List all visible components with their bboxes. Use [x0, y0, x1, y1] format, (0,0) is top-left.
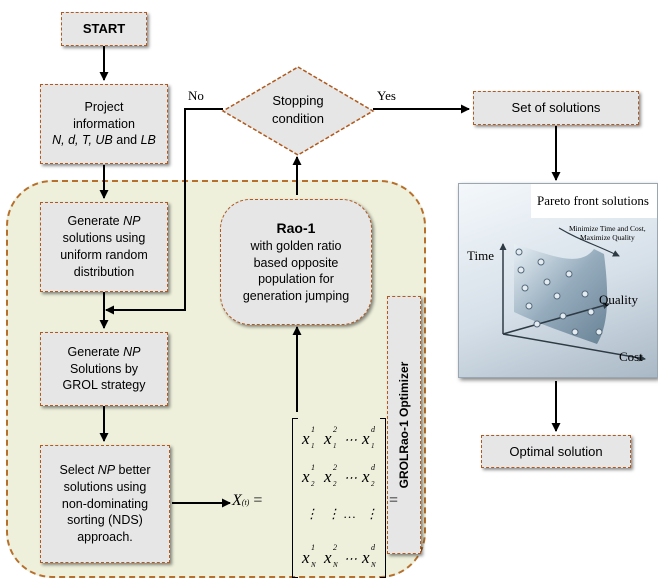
pareto-plot: [499, 184, 657, 362]
svg-text:1: 1: [371, 442, 375, 450]
rao-line-1: with golden ratio: [250, 238, 342, 253]
start-label: START: [82, 21, 126, 37]
stopping-diamond: [221, 66, 375, 156]
svg-text:x: x: [301, 548, 310, 567]
pareto-front-image: Pareto front solutions Minimize Time and…: [458, 183, 658, 378]
svg-text:x: x: [301, 467, 310, 486]
svg-text:…: …: [344, 506, 356, 521]
project-vars-1: N, d, T, UB: [52, 133, 113, 148]
select-line-5: approach.: [77, 530, 133, 545]
svg-text:N: N: [370, 561, 376, 569]
svg-text:⋯: ⋯: [344, 470, 357, 485]
select-line-2: solutions using: [63, 479, 147, 494]
optimizer-label-box: GROLRao-1 Optimizer: [387, 296, 421, 554]
gen-b-line-3: GROL strategy: [62, 378, 146, 393]
select-line-4: sorting (NDS): [67, 513, 143, 528]
svg-text:x: x: [361, 548, 370, 567]
stopping-line-2: condition: [271, 111, 325, 127]
svg-text:1: 1: [311, 543, 315, 552]
project-line-2: information: [73, 116, 135, 131]
select-suffix: better: [115, 462, 151, 477]
svg-text:x: x: [323, 467, 332, 486]
svg-text:N: N: [332, 561, 338, 569]
stopping-line-1: Stopping: [272, 93, 324, 108]
select-np: NP: [97, 462, 116, 477]
pareto-note-line-1: Minimize Time and Cost,: [569, 224, 646, 233]
matrix-equals: =: [389, 492, 399, 509]
set-of-solutions-node: Set of solutions: [473, 91, 639, 125]
svg-text:2: 2: [333, 480, 337, 488]
svg-text:x: x: [361, 467, 370, 486]
svg-text:N: N: [310, 561, 316, 569]
select-line-3: non-dominating: [61, 496, 149, 511]
optimal-solution-node: Optimal solution: [481, 435, 631, 468]
edge-label-no: No: [188, 88, 204, 103]
pareto-note-line-2: Maximize Quality: [579, 233, 635, 243]
svg-text:2: 2: [311, 480, 315, 488]
svg-text:2: 2: [333, 463, 337, 472]
generate-uniform-node: Generate NP solutions using uniform rand…: [40, 202, 168, 292]
rao-line-4: generation jumping: [242, 289, 350, 304]
project-vars-2: LB: [140, 133, 156, 148]
edge-label-yes: Yes: [377, 88, 396, 103]
svg-text:2: 2: [333, 543, 337, 552]
svg-text:2: 2: [333, 425, 337, 434]
gen-b-prefix: Generate: [67, 344, 124, 359]
svg-text:1: 1: [311, 463, 315, 472]
svg-text:1: 1: [311, 425, 315, 434]
project-info-node: Project information N, d, T, UB and LB: [40, 84, 168, 164]
optimal-solution-label: Optimal solution: [509, 443, 603, 459]
axis-quality-label: Quality: [599, 292, 638, 307]
matrix-lhs: X(t) =: [232, 492, 263, 509]
svg-text:x: x: [301, 429, 310, 448]
gen-b-line-2: Solutions by: [69, 361, 139, 376]
rao-line-3: population for: [258, 272, 334, 287]
generate-grol-node: Generate NP Solutions by GROL strategy: [40, 332, 168, 406]
svg-text:2: 2: [371, 480, 375, 488]
svg-text:x: x: [323, 548, 332, 567]
svg-text:⋯: ⋯: [344, 432, 357, 447]
svg-text:⋮: ⋮: [305, 506, 318, 521]
gen-a-line-4: distribution: [73, 264, 135, 279]
svg-text:d: d: [371, 543, 376, 552]
pareto-title: Pareto front solutions: [537, 193, 649, 208]
start-node: START: [61, 12, 147, 46]
set-of-solutions-label: Set of solutions: [511, 100, 601, 116]
select-prefix: Select: [59, 462, 98, 477]
svg-text:1: 1: [311, 442, 315, 450]
axis-cost-label: Cost: [619, 349, 643, 364]
svg-text:⋮: ⋮: [365, 506, 378, 521]
rao-node: Rao-1 with golden ratio based opposite p…: [220, 199, 372, 325]
stopping-label: Stopping condition: [248, 92, 348, 128]
svg-text:⋮: ⋮: [327, 506, 340, 521]
project-vars-and: and: [116, 133, 138, 148]
gen-a-np: NP: [123, 214, 141, 229]
svg-text:d: d: [371, 425, 376, 434]
gen-a-prefix: Generate: [67, 214, 124, 229]
rao-line-2: based opposite: [253, 255, 339, 270]
rao-title: Rao-1: [276, 219, 316, 236]
svg-text:1: 1: [333, 442, 337, 450]
axis-time-label: Time: [467, 248, 494, 263]
arrow-no-loop: [105, 108, 223, 315]
gen-a-line-2: solutions using: [62, 231, 146, 246]
svg-text:x: x: [323, 429, 332, 448]
svg-text:d: d: [371, 463, 376, 472]
project-line-1: Project: [84, 99, 124, 114]
select-nds-node: Select NP better solutions using non-dom…: [40, 445, 170, 563]
gen-b-np: NP: [123, 344, 141, 359]
svg-text:x: x: [361, 429, 370, 448]
gen-a-line-3: uniform random: [60, 248, 148, 262]
svg-text:⋯: ⋯: [344, 551, 357, 566]
optimizer-label: GROLRao-1 Optimizer: [397, 361, 411, 489]
pareto-note: Minimize Time and Cost, Maximize Quality: [569, 224, 646, 243]
